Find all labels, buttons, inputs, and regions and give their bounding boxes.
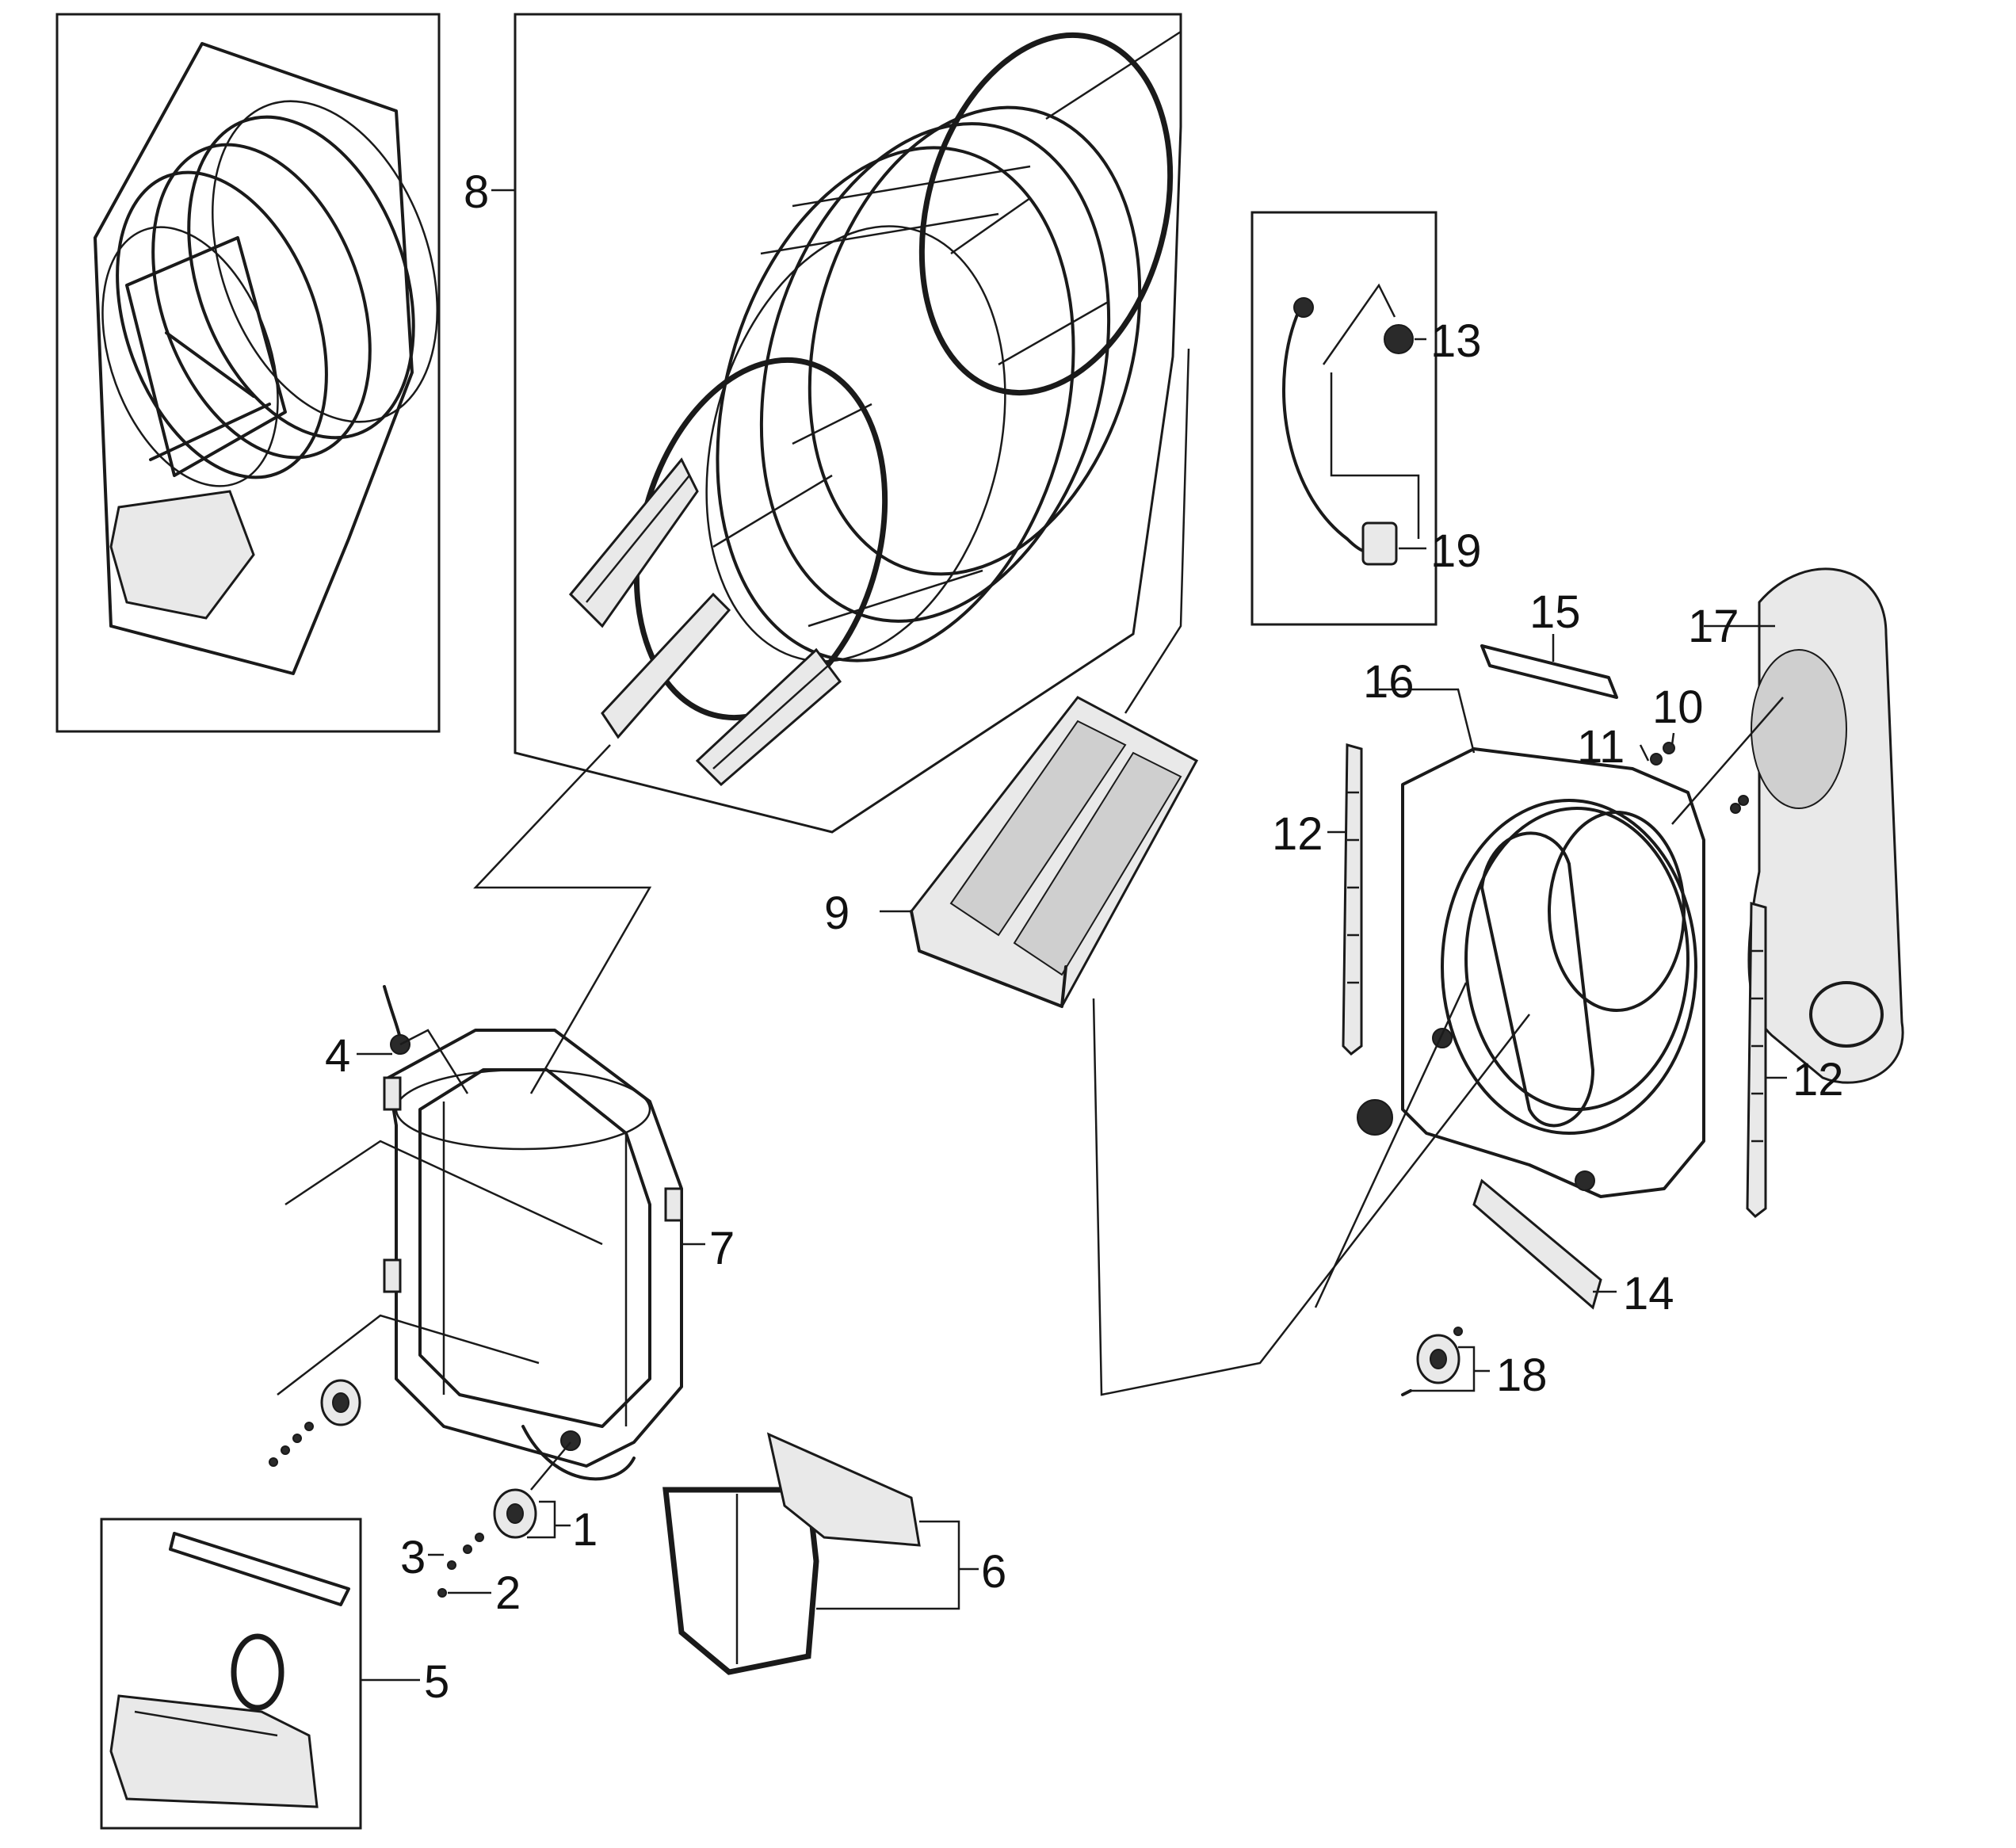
part-label-16: 16 [1363,656,1415,708]
sensor-harness-inset [1250,211,1438,626]
part-label-2: 2 [495,1567,521,1619]
part-label-5: 5 [424,1656,449,1708]
part-label-9: 9 [824,888,850,939]
part-label-3: 3 [400,1532,426,1583]
part-label-7: 7 [709,1223,735,1274]
front-panel [277,1029,705,1481]
part-label-8: 8 [464,166,489,218]
part-label-13: 13 [1430,315,1482,367]
rear-bracket [1480,634,1618,699]
front-roller-hardware [269,1379,571,1598]
rear-lower-bracket [1357,1099,1617,1310]
part-label-18: 18 [1496,1350,1548,1401]
part-label-10: 10 [1652,682,1704,733]
part-label-19: 19 [1430,525,1482,577]
part-label-14: 14 [1623,1268,1674,1319]
part-label-17: 17 [1688,601,1739,652]
assembled-drum-inset [55,13,441,733]
support-rails [1327,743,1787,1218]
lint-duct-grille [880,348,1530,1396]
drum-assembly [473,13,1182,1094]
rear-roller [1401,1327,1490,1396]
front-sensor [357,985,469,1094]
screws-10-11 [1639,732,1749,814]
part-label-4: 4 [325,1030,350,1082]
rear-bulkhead [1314,688,1705,1308]
duct-gasket-inset [100,1518,420,1830]
rear-duct-cover [1671,567,1904,1084]
part-label-11: 11 [1577,721,1625,773]
part-label-6: 6 [981,1546,1006,1598]
lint-filter [662,1432,979,1675]
part-label-12-left: 12 [1272,808,1323,860]
part-label-15: 15 [1529,586,1581,638]
part-label-1: 1 [572,1504,598,1556]
part-label-12-right: 12 [1793,1054,1844,1105]
